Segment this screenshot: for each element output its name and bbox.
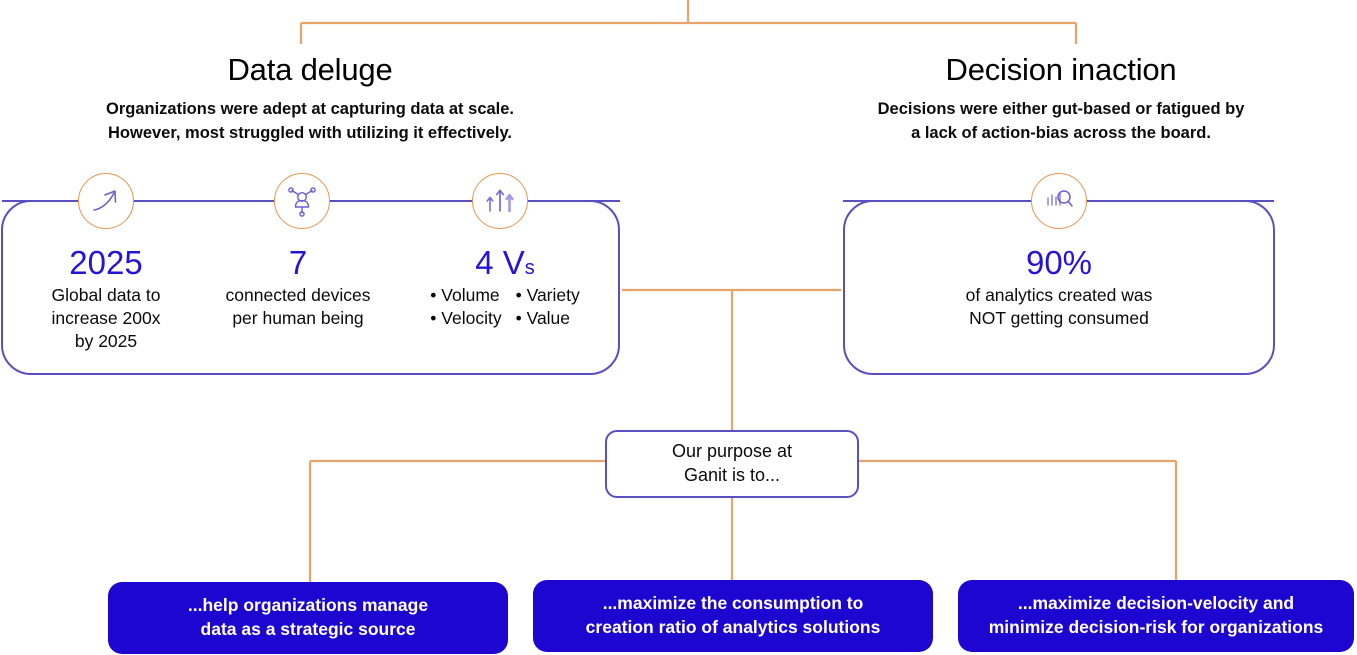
bullet-item: • Value [515, 308, 571, 329]
branch-subtitle-data-deluge: Organizations were adept at capturing da… [40, 98, 580, 146]
outcome-consumption-ratio[interactable]: ...maximize the consumption to creation … [533, 580, 933, 652]
outcome-line: ...maximize decision-velocity and [1017, 593, 1295, 614]
stat-connected-devices: 7 connected devices per human being [198, 244, 398, 331]
decision-inaction-stats-card [843, 200, 1275, 375]
branch-subtitle-line: However, most struggled with utilizing i… [107, 123, 512, 142]
purpose-line: Ganit is to... [683, 465, 781, 485]
growth-arrow-icon [78, 173, 134, 229]
purpose-text: Our purpose at Ganit is to... [672, 440, 792, 488]
bullet-item: • Velocity [430, 308, 502, 329]
stat-description-line: by 2025 [74, 331, 138, 352]
stat-description-line: per human being [232, 308, 364, 329]
stat-number-subscript: s [524, 257, 535, 279]
stat-number: 2025 [69, 244, 143, 281]
outcome-text: ...maximize decision-velocity and minimi… [989, 592, 1324, 639]
stat-description-line: increase 200x [51, 308, 161, 329]
branch-subtitle-line: Organizations were adept at capturing da… [105, 100, 515, 118]
branch-subtitle-line: a lack of action-bias across the board. [911, 123, 1211, 142]
bullet-item: • Variety [515, 284, 580, 305]
outcome-line: data as a strategic source [200, 619, 416, 639]
branch-subtitle-line: Decisions were either gut-based or fatig… [877, 100, 1245, 118]
connected-devices-icon [274, 173, 330, 229]
bullet-item: • Volume [430, 284, 500, 305]
branch-title-text: Data deluge [227, 52, 393, 87]
four-vs-bullets: • Volume • Velocity • Variety • Value [405, 284, 605, 331]
branch-title-text: Decision inaction [945, 52, 1177, 87]
outcome-decision-velocity[interactable]: ...maximize decision-velocity and minimi… [958, 580, 1354, 652]
branch-title-data-deluge: Data deluge [110, 52, 510, 88]
outcome-text: ...help organizations manage data as a s… [188, 594, 428, 641]
outcome-line: ...maximize the consumption to [602, 593, 864, 614]
outcome-text: ...maximize the consumption to creation … [586, 592, 881, 639]
outcome-line: creation ratio of analytics solutions [585, 617, 881, 637]
stat-number: 7 [288, 244, 308, 281]
branch-title-decision-inaction: Decision inaction [861, 52, 1261, 88]
stat-description: Global data to increase 200x by 2025 [16, 284, 196, 354]
outcome-line: minimize decision-risk for organizations [988, 617, 1324, 637]
stat-description-line: Global data to [51, 284, 161, 305]
stat-description-line: of analytics created was [965, 284, 1153, 305]
stat-description-line: connected devices [225, 284, 371, 305]
stat-description: connected devices per human being [198, 284, 398, 331]
rising-bars-icon [472, 173, 528, 229]
branch-subtitle-decision-inaction: Decisions were either gut-based or fatig… [791, 98, 1331, 146]
stat-number: 4 Vs [405, 244, 605, 282]
stat-number-text: 4 V [475, 244, 525, 281]
stat-description: of analytics created was NOT getting con… [859, 284, 1259, 331]
stat-2025: 2025 Global data to increase 200x by 202… [16, 244, 196, 354]
stat-number: 90% [1025, 244, 1093, 281]
outcome-line: ...help organizations manage [187, 595, 429, 616]
stat-4vs: 4 Vs • Volume • Velocity • Variety • Val… [405, 244, 605, 331]
analytics-search-icon [1031, 173, 1087, 229]
stat-90-percent: 90% of analytics created was NOT getting… [859, 244, 1259, 331]
outcome-manage-data[interactable]: ...help organizations manage data as a s… [108, 582, 508, 654]
purpose-line: Our purpose at [671, 441, 793, 462]
four-vs-column-left: • Volume • Velocity [430, 284, 501, 331]
stat-description-line: NOT getting consumed [969, 308, 1149, 329]
four-vs-column-right: • Variety • Value [516, 284, 580, 331]
purpose-statement-box: Our purpose at Ganit is to... [605, 430, 859, 498]
